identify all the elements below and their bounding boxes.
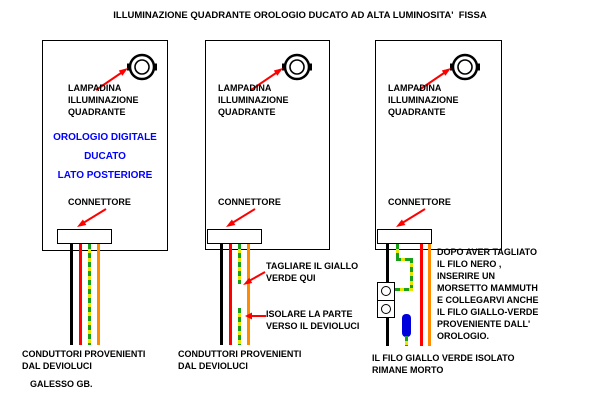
wire-yellow-green-loop-vert [410, 258, 413, 291]
bulb-label: LAMPADINA ILLUMINAZIONE QUADRANTE [388, 83, 459, 117]
isolate-note: ISOLARE LA PARTE VERSO IL DEVIOLUCI [266, 309, 360, 331]
connector-block [377, 229, 432, 244]
wire-black [70, 244, 73, 345]
page-title: ILLUMINAZIONE QUADRANTE OROLOGIO DUCATO … [113, 10, 487, 21]
connector-label: CONNETTORE [68, 197, 131, 207]
wire-orange [97, 244, 100, 345]
wire-yellow-green-loop-down [396, 244, 399, 261]
bulb-label: LAMPADINA ILLUMINAZIONE QUADRANTE [68, 83, 139, 117]
wire-yellow-green [88, 244, 91, 345]
bulb-arrow-icon [418, 68, 451, 91]
screw-icon [381, 303, 391, 314]
connector-block [207, 229, 262, 244]
isolate-arrow-icon [245, 312, 266, 320]
bulb-arrow-icon [250, 68, 283, 91]
connector-arrow-icon [77, 208, 107, 227]
wire-yellow-green-loop-right [396, 258, 413, 261]
mammut-cell [378, 283, 394, 301]
mammut-note: DOPO AVER TAGLIATO IL FILO NERO , INSERI… [437, 247, 539, 341]
screw-icon [381, 286, 391, 297]
connector-label: CONNETTORE [218, 197, 281, 207]
wire-yellow-green-dead-stub [405, 336, 408, 346]
bulb-icon [127, 53, 157, 81]
connector-block [57, 229, 112, 244]
cut-note: TAGLIARE IL GIALLO VERDE QUI [266, 261, 359, 283]
bulb-arrow-icon [95, 68, 128, 91]
wire-orange [428, 244, 431, 346]
bulb-icon [282, 53, 312, 81]
wire-yellow-green-loop-into-mammut [395, 288, 413, 291]
connector-arrow-icon [226, 208, 256, 227]
deviolucci-label: CONDUTTORI PROVENIENTI DAL DEVIOLUCI [178, 349, 302, 371]
bulb-label: LAMPADINA ILLUMINAZIONE QUADRANTE [218, 83, 289, 117]
dead-wire-note: IL FILO GIALLO VERDE ISOLATO RIMANE MORT… [372, 353, 515, 375]
wire-red [229, 244, 232, 345]
wire-black [220, 244, 223, 345]
wire-yellow-green-lower-cut [238, 308, 241, 345]
wire-red [79, 244, 82, 345]
mammut-terminal-block [377, 282, 395, 318]
clock-rear-panel-1 [42, 40, 168, 251]
cut-arrow-icon [243, 271, 266, 285]
signature: GALESSO GB. [30, 379, 93, 389]
bulb-icon [450, 53, 480, 81]
mammut-cell [378, 301, 394, 318]
wire-yellow-green-upper-cut [238, 244, 241, 284]
connector-label: CONNETTORE [388, 197, 451, 207]
wire-black-lower [386, 318, 389, 346]
rear-view-label: OROLOGIO DIGITALE DUCATO LATO POSTERIORE [53, 132, 157, 181]
wire-red [420, 244, 423, 346]
clock-rear-panel-3 [375, 40, 502, 250]
connector-arrow-icon [396, 208, 426, 227]
wire-black-upper [386, 244, 389, 282]
clock-rear-panel-2 [205, 40, 330, 250]
wire-orange [247, 244, 250, 345]
insulation-cap [402, 314, 411, 337]
deviolucci-label: CONDUTTORI PROVENIENTI DAL DEVIOLUCI [22, 349, 146, 371]
